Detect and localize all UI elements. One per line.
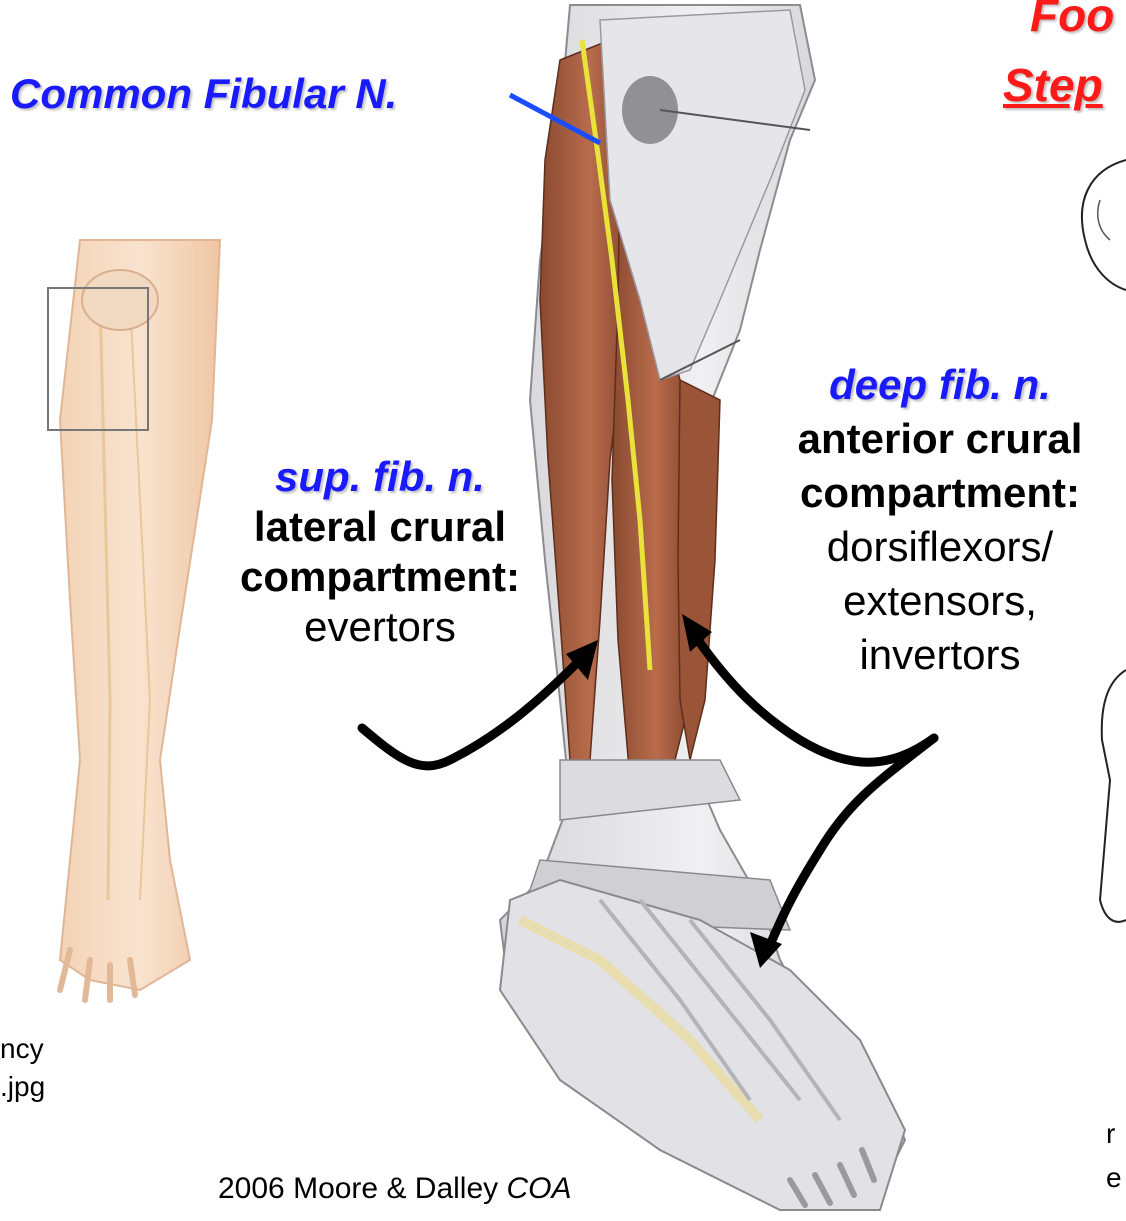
common-fibular-label: Common Fibular N. — [10, 70, 397, 118]
anterior-compartment-function-1: dorsiflexors/ — [750, 520, 1126, 574]
anterior-arrow-lower — [770, 738, 934, 945]
left-caption-line-1: ncy — [0, 1030, 45, 1068]
anterior-compartment-block: deep fib. n. anterior crural compartment… — [750, 358, 1126, 682]
right-caption: r e — [1106, 1112, 1122, 1200]
lateral-compartment-title-1: lateral crural — [190, 502, 570, 552]
lateral-arrow — [362, 660, 580, 766]
left-caption: ncy .jpg — [0, 1030, 45, 1106]
right-caption-line-2: e — [1106, 1156, 1122, 1200]
right-caption-line-1: r — [1106, 1112, 1122, 1156]
anterior-compartment-function-2: extensors, — [750, 574, 1126, 628]
anterior-compartment-title-2: compartment: — [750, 466, 1126, 520]
deep-fib-nerve-label: deep fib. n. — [750, 358, 1126, 412]
lateral-compartment-title-2: compartment: — [190, 552, 570, 602]
figure-credit-source: COA — [507, 1172, 572, 1205]
figure-credit: 2006 Moore & Dalley COA — [218, 1172, 572, 1206]
figure-credit-text: 2006 Moore & Dalley — [218, 1172, 507, 1205]
title-line-1: Foo — [1030, 0, 1114, 42]
left-caption-line-2: .jpg — [0, 1068, 45, 1106]
lateral-compartment-function: evertors — [190, 602, 570, 652]
sup-fib-nerve-label: sup. fib. n. — [190, 452, 570, 502]
anterior-compartment-title-1: anterior crural — [750, 412, 1126, 466]
anterior-compartment-function-3: invertors — [750, 628, 1126, 682]
title-line-2: Step — [1003, 58, 1103, 112]
lateral-compartment-block: sup. fib. n. lateral crural compartment:… — [190, 452, 570, 652]
